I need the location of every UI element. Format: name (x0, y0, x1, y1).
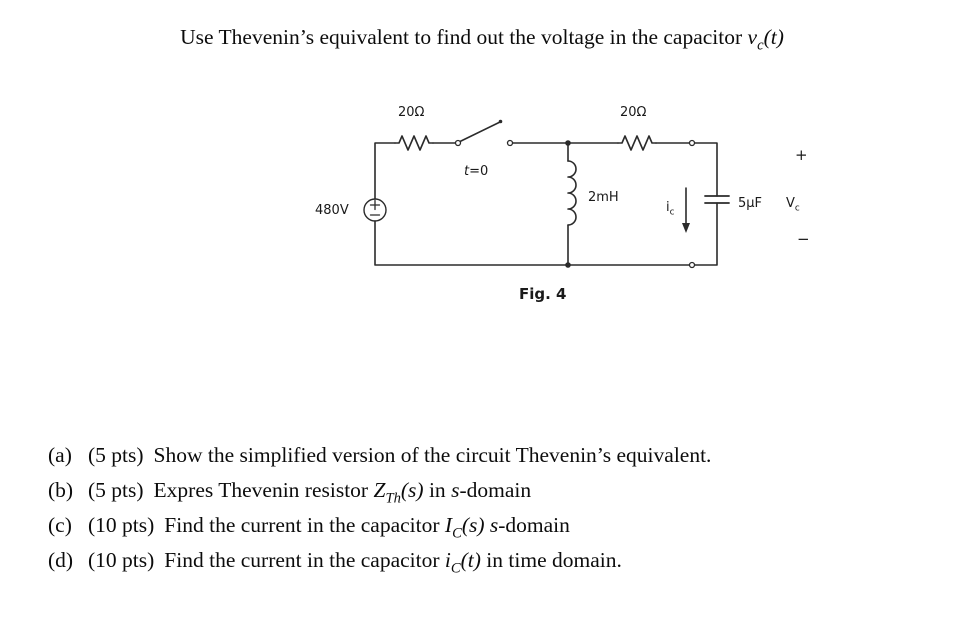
question-text: Find the current in the capacitor (164, 548, 445, 572)
source-label: 480V (315, 203, 349, 218)
question-b: (b) (5 pts) Expres Thevenin resistor ZTh(s… (48, 473, 711, 508)
question-text: -domain (459, 478, 532, 502)
switch-rest: =0 (469, 164, 489, 179)
question-text: Show the simplified version of the circu… (153, 443, 712, 467)
open-node (688, 139, 696, 147)
node-dot (565, 262, 571, 268)
math-base: i (444, 548, 451, 572)
questions-list: (a) (5 pts) Show the simplified version of… (48, 438, 711, 578)
math-arg: (t) (763, 25, 784, 49)
node-dot (565, 140, 571, 146)
question-points: (5 pts) (88, 443, 144, 467)
figure-caption: Fig. 4 (519, 285, 567, 303)
switch-var: t (464, 164, 470, 179)
capacitor-current-label: ic (666, 200, 674, 218)
math-var: s (451, 478, 460, 502)
math-base: I (444, 513, 453, 537)
polarity-minus-label: − (797, 230, 810, 248)
open-node (454, 139, 462, 147)
open-node (688, 261, 696, 269)
question-c: (c) (10 pts) Find the current in the capac… (48, 508, 711, 543)
question-label: (b) (48, 478, 74, 502)
question-text: Expres Thevenin resistor (153, 478, 374, 502)
math-sub: c (757, 37, 764, 54)
math-sub: Th (385, 490, 401, 507)
voltage-sub: c (794, 203, 800, 214)
resistor-r1-label: 20Ω (398, 105, 425, 120)
current-base: i (666, 200, 670, 215)
question-text: Find the current in the capacitor (164, 513, 445, 537)
switch-blade (459, 121, 500, 143)
question-label: (d) (48, 548, 74, 572)
question-text: in (423, 478, 452, 502)
math-var: s (489, 513, 499, 537)
current-arrowhead-icon (682, 223, 690, 233)
title-text: Use Thevenin’s equivalent to find out th… (180, 25, 748, 49)
capacitor-value-label: 5μF (738, 196, 763, 211)
question-points: (10 pts) (88, 513, 155, 537)
math-arg: (t) (460, 548, 481, 572)
resistor-r2-icon (617, 135, 657, 151)
inductor-icon (567, 160, 577, 226)
math-base: Z (373, 478, 386, 502)
question-label: (a) (48, 443, 72, 467)
current-sub: c (669, 207, 675, 218)
math-base: v (747, 25, 758, 49)
math-sub: C (450, 560, 461, 577)
circuit-diagram (363, 119, 730, 269)
open-node (506, 139, 514, 147)
inductor-label: 2mH (588, 190, 619, 205)
math-arg: (s) (461, 513, 485, 537)
question-points: (5 pts) (88, 478, 144, 502)
question-label: (c) (48, 513, 72, 537)
question-d: (d) (10 pts) Find the current in the capac… (48, 543, 711, 578)
voltage-base: V (786, 196, 795, 211)
capacitor-icon (704, 195, 730, 204)
question-a: (a) (5 pts) Show the simplified version of… (48, 438, 711, 473)
math-sub: C (452, 525, 462, 542)
math-arg: (s) (400, 478, 424, 502)
voltage-source-icon (363, 198, 387, 222)
switch-tip-dot (498, 119, 503, 124)
switch-label: t=0 (464, 164, 488, 179)
question-text: in time domain. (480, 548, 622, 572)
question-points: (10 pts) (88, 548, 155, 572)
polarity-plus-label: + (795, 146, 808, 164)
resistor-r2-label: 20Ω (620, 105, 647, 120)
resistor-r1-icon (394, 135, 434, 151)
question-text: -domain (498, 513, 570, 537)
capacitor-voltage-label: Vc (786, 196, 800, 214)
page-title: Use Thevenin’s equivalent to find out th… (0, 25, 964, 54)
